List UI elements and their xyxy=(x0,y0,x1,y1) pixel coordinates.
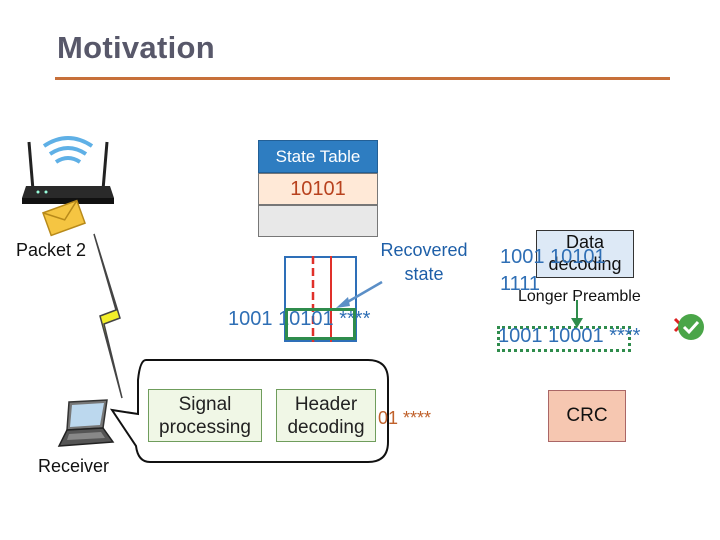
header-decoding-line1: Header xyxy=(294,393,358,415)
longer-preamble-label: Longer Preamble xyxy=(518,288,641,305)
state-table-empty-row xyxy=(258,205,378,237)
right-stream: 1001 10001 **** xyxy=(498,325,641,347)
envelope-icon xyxy=(42,199,86,237)
dotted-window xyxy=(497,326,631,352)
bits-a: 1001 10101 xyxy=(500,246,606,268)
preamble-arrow xyxy=(571,300,583,328)
state-table-row: 10101 xyxy=(258,173,378,205)
recovered-state-line1: Recovered xyxy=(380,240,468,260)
recovered-state-label: Recovered state xyxy=(372,238,476,286)
signal-processing-line2: processing xyxy=(159,416,251,438)
signal-processing-box: Signal processing xyxy=(148,389,262,442)
header-decoding-line2: decoding xyxy=(287,416,365,438)
data-decoding-box: Data decoding xyxy=(536,230,634,278)
header-decoding-box: Header decoding xyxy=(276,389,376,442)
router-icon xyxy=(22,136,114,204)
title-divider xyxy=(55,77,670,80)
crc-box: CRC xyxy=(548,390,626,442)
data-decoding-line2: decoding xyxy=(548,254,622,274)
recovered-state-line2: state xyxy=(404,264,444,284)
stream-prefix: 1001 xyxy=(228,308,279,330)
stream-state: 10101 xyxy=(278,308,334,330)
data-decoding-line1: Data xyxy=(565,232,605,252)
window-box xyxy=(284,256,357,342)
laptop-icon xyxy=(57,399,115,447)
processing-tail: 01 **** xyxy=(378,408,432,428)
receiver-label: Receiver xyxy=(38,456,110,476)
recovered-arrow xyxy=(336,280,383,308)
checkmark-icon xyxy=(678,314,704,340)
state-table-header: State Table xyxy=(258,140,378,173)
green-window xyxy=(285,308,356,340)
lightning-icon xyxy=(93,233,123,399)
stream-bits: 1001 10101 **** xyxy=(228,308,370,331)
page-title: Motivation xyxy=(57,30,215,65)
bits-b: 1111 xyxy=(500,273,541,295)
red-markers xyxy=(311,256,332,342)
crc-label: CRC xyxy=(566,405,608,426)
packet-label: Packet 2 xyxy=(16,240,87,260)
signal-processing-line1: Signal xyxy=(178,393,232,415)
